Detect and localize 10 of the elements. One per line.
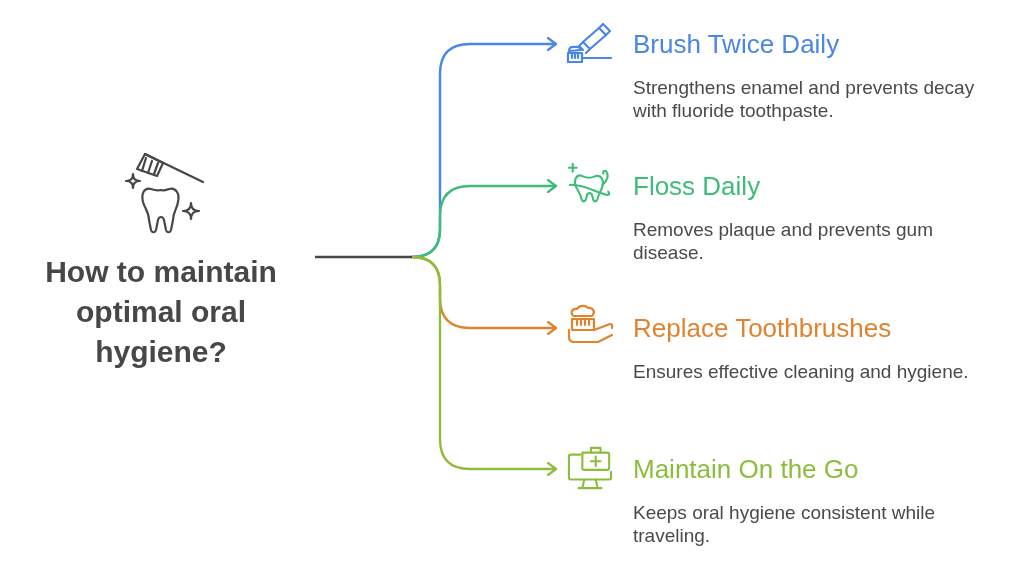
step-description: Keeps oral hygiene consistent while traveling. <box>633 501 937 547</box>
step-heading: Replace Toothbrushes <box>633 313 892 343</box>
step-description: Ensures effective cleaning and hygiene. <box>633 360 970 383</box>
step-description: Removes plaque and prevents gum disease. <box>633 218 934 264</box>
step-heading: Brush Twice Daily <box>633 29 840 59</box>
step-heading: Floss Daily <box>633 171 761 201</box>
branch-arrow <box>410 255 558 477</box>
step-heading: Maintain On the Go <box>633 454 859 484</box>
step-description: Strengthens enamel and prevents decay with fluoride toothpaste. <box>633 76 976 122</box>
question-heading: How to maintain optimal oral hygiene? <box>44 254 278 370</box>
